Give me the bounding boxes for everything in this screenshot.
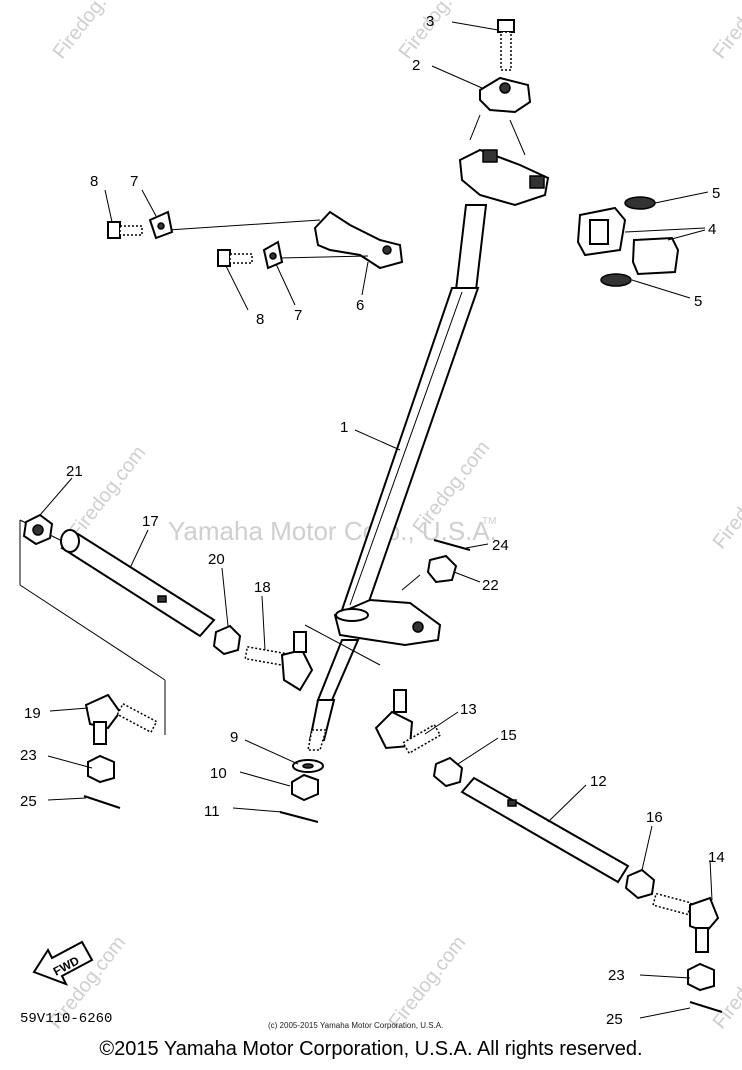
callout-24: 24 (492, 537, 509, 554)
callout-5a: 5 (712, 185, 720, 202)
bolt-3 (497, 19, 515, 71)
callout-15: 15 (500, 727, 517, 744)
nut-20 (212, 624, 242, 656)
castle-nut-23b (687, 962, 715, 992)
rod-end-14 (652, 892, 720, 953)
cotter-pin-24 (433, 539, 471, 551)
steering-shaft (307, 204, 488, 751)
callout-11: 11 (204, 803, 220, 820)
fwd-arrow: FWD (32, 940, 94, 986)
watermark-site-top: Firedog.com (395, 0, 481, 63)
callout-13: 13 (460, 701, 477, 718)
callout-14: 14 (708, 849, 725, 866)
nut-22 (426, 554, 458, 584)
callout-7a: 7 (130, 173, 138, 190)
handlebar-holder (167, 210, 404, 270)
callout-8b: 8 (256, 311, 264, 328)
callout-4: 4 (708, 221, 716, 238)
watermark-site-right: Firedog.com (709, 452, 742, 553)
plate-7b (262, 240, 284, 270)
cotter-pin-25a (83, 795, 121, 809)
callout-20: 20 (208, 551, 225, 568)
nut-10 (291, 773, 319, 802)
callout-16: 16 (646, 809, 663, 826)
callout-5b: 5 (694, 293, 702, 310)
callout-1: 1 (340, 419, 348, 436)
tie-rod-right (460, 776, 630, 884)
callout-18: 18 (254, 579, 271, 596)
callout-8a: 8 (90, 173, 98, 190)
callout-3: 3 (426, 13, 434, 30)
callout-19: 19 (24, 705, 41, 722)
callout-10: 10 (210, 765, 227, 782)
diagram-code: 59V110-6260 (20, 1011, 112, 1027)
watermark-site-botmid: Firedog.com (385, 932, 471, 1033)
rod-end-18 (244, 631, 314, 692)
callout-7b: 7 (294, 307, 302, 324)
shaft-holder (479, 76, 532, 114)
castle-nut-23a (87, 754, 115, 784)
fine-print: (c) 2005-2015 Yamaha Motor Corporation, … (268, 1021, 443, 1030)
callout-22: 22 (482, 577, 499, 594)
upper-bracket (458, 114, 550, 207)
callout-12: 12 (590, 773, 607, 790)
callout-23a: 23 (20, 747, 37, 764)
copyright-notice: ©2015 Yamaha Motor Corporation, U.S.A. A… (99, 1038, 643, 1060)
watermark-site-topright: Firedog.com (709, 0, 742, 63)
bushing-set (576, 191, 709, 299)
pitman-arm (304, 574, 442, 666)
cotter-pin-11 (279, 811, 319, 823)
watermark-site-left: Firedog.com (65, 442, 151, 543)
bolt-8b (217, 249, 253, 267)
watermark-center: Yamaha Motor Corp., U.S.A. (168, 516, 497, 546)
callout-21: 21 (66, 463, 83, 480)
rod-end-19 (84, 693, 158, 745)
callout-23b: 23 (608, 967, 625, 984)
callout-17: 17 (142, 513, 159, 530)
callout-labels: 3 2 8 7 5 4 5 8 7 6 1 21 17 24 20 22 18 … (20, 13, 725, 1028)
callout-2: 2 (412, 57, 420, 74)
nut-15 (432, 756, 464, 788)
leader-lines (39, 21, 713, 1019)
nut-21 (22, 513, 54, 546)
watermark-tm: TM (482, 516, 496, 527)
rod-end-13 (374, 689, 442, 755)
callout-9: 9 (230, 729, 238, 746)
callout-25a: 25 (20, 793, 37, 810)
cotter-pin-25b (689, 1001, 723, 1013)
callout-6: 6 (356, 297, 364, 314)
watermark-site-topleft: Firedog.com (49, 0, 135, 63)
nut-16 (624, 868, 656, 900)
washer-9 (292, 759, 324, 773)
callout-25b: 25 (606, 1011, 623, 1028)
tie-rod-left (19, 519, 216, 735)
plate-7a (148, 210, 174, 240)
bolt-8a (107, 221, 143, 239)
